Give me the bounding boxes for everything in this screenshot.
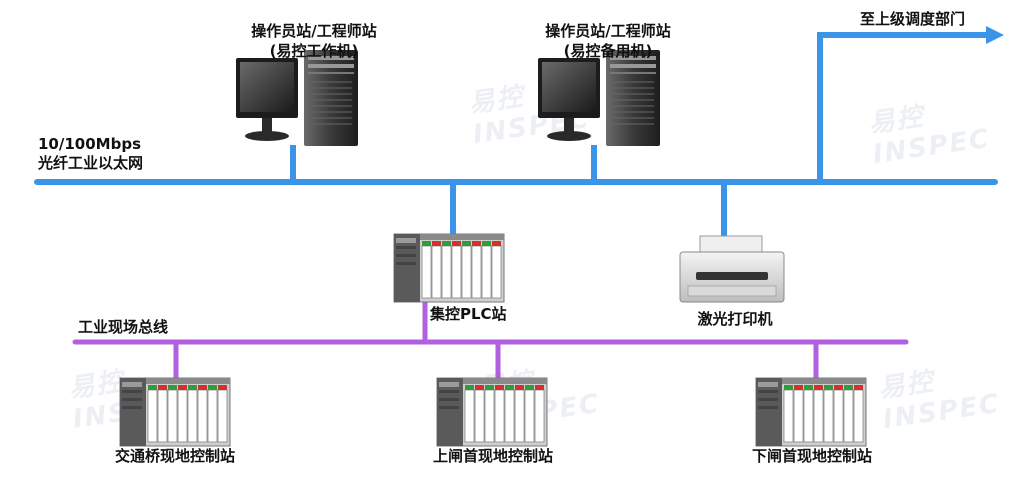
workstation-backup-computer-icon (537, 49, 661, 147)
station-plc-icon (755, 377, 867, 447)
central-plc-icon (393, 233, 505, 303)
ethernet-speed-label: 10/100Mbps (38, 135, 141, 153)
printer-label: 激光打印机 (697, 310, 773, 328)
uplink-label: 至上级调度部门 (860, 10, 966, 28)
fieldbus-label: 工业现场总线 (78, 318, 169, 336)
workstation-backup-subtitle: (易控备用机) (563, 42, 653, 60)
station-plc-icon (436, 377, 548, 447)
station-label: 下闸首现地控制站 (751, 447, 873, 465)
central-plc-label: 集控PLC站 (430, 305, 507, 323)
station-label: 交通桥现地控制站 (114, 447, 236, 465)
workstation-backup-title: 操作员站/工程师站 (545, 22, 671, 40)
uplink-arrow-icon (986, 26, 1004, 44)
ethernet-type-label: 光纤工业以太网 (38, 154, 144, 172)
station-label: 上闸首现地控制站 (432, 447, 554, 465)
workstation-main-title: 操作员站/工程师站 (251, 22, 377, 40)
uplink-line (817, 32, 990, 182)
workstation-main-computer-icon (235, 49, 359, 147)
workstation-main-subtitle: (易控工作机) (269, 42, 359, 60)
laser-printer-icon (679, 235, 785, 303)
station-plc-icon (119, 377, 231, 447)
